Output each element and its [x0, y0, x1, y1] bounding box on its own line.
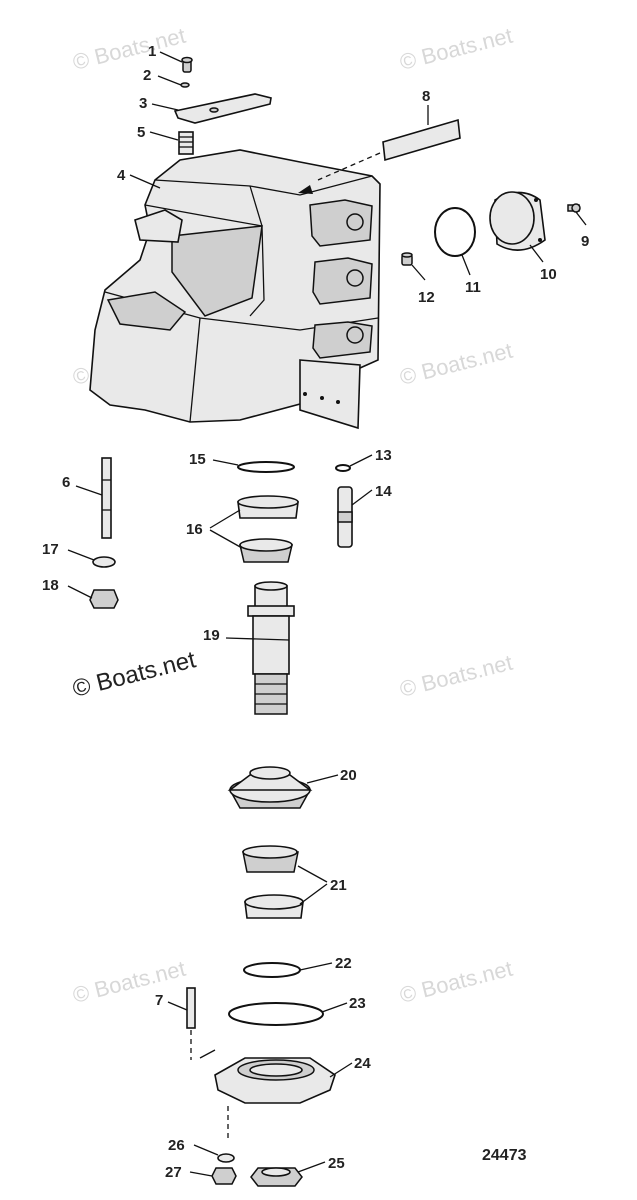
callout-5: 5 [137, 124, 145, 141]
part-15-ring [237, 461, 295, 473]
part-27-nut [211, 1167, 237, 1185]
part-19-pinion-shaft [247, 581, 295, 715]
part-3-cover [173, 93, 272, 124]
callouts: 1 2 3 4 5 6 7 8 9 10 11 12 13 14 15 16 1… [42, 43, 589, 1181]
part-16-bearing [237, 495, 299, 563]
watermark: © Boats.net [397, 956, 515, 1008]
callout-17: 17 [42, 541, 59, 558]
part-20-gear [227, 766, 313, 809]
leader-lines [67, 51, 587, 1177]
callout-24: 24 [354, 1055, 371, 1072]
part-22-ring [243, 962, 301, 978]
callout-26: 26 [168, 1137, 185, 1154]
part-17-washer [92, 556, 116, 568]
part-14-pin [337, 486, 353, 548]
part-2-washer [180, 82, 190, 88]
callout-1: 1 [148, 43, 156, 60]
watermark: © Boats.net [70, 646, 199, 703]
part-25-nut [250, 1167, 303, 1187]
part-26-washer [217, 1153, 235, 1163]
watermark: © Boats.net [70, 23, 188, 75]
callout-27: 27 [165, 1164, 182, 1181]
part-24-bearing-carrier [214, 1057, 336, 1104]
callout-25: 25 [328, 1155, 345, 1172]
watermark: © Boats.net [397, 650, 515, 702]
callout-10: 10 [540, 266, 557, 283]
callout-13: 13 [375, 447, 392, 464]
callout-18: 18 [42, 577, 59, 594]
part-13-o-ring [335, 464, 351, 472]
watermark: © Boats.net [397, 338, 515, 390]
callout-19: 19 [203, 627, 220, 644]
part-8-decal [317, 118, 461, 181]
callout-22: 22 [335, 955, 352, 972]
callout-8: 8 [422, 88, 430, 105]
part-23-o-ring [228, 1002, 324, 1026]
callout-2: 2 [143, 67, 151, 84]
callout-21: 21 [330, 877, 347, 894]
callout-4: 4 [117, 167, 126, 184]
callout-15: 15 [189, 451, 206, 468]
callout-7: 7 [155, 992, 163, 1009]
watermark: © Boats.net [397, 23, 515, 75]
part-6-stud [101, 457, 112, 539]
callout-12: 12 [418, 289, 435, 306]
callout-9: 9 [581, 233, 589, 250]
part-1-screw [181, 56, 193, 73]
part-21-bearing [242, 845, 304, 919]
part-18-nut [89, 589, 119, 609]
callout-11: 11 [465, 279, 481, 296]
callout-23: 23 [349, 995, 366, 1012]
part-7-stud [186, 987, 216, 1060]
watermark: © Boats.net [70, 956, 188, 1008]
part-11-o-ring [434, 207, 476, 257]
part-12-plug [401, 252, 413, 266]
part-9-screw [567, 203, 581, 213]
callout-14: 14 [375, 483, 392, 500]
diagram-id: 24473 [482, 1147, 527, 1164]
callout-6: 6 [62, 474, 70, 491]
callout-3: 3 [139, 95, 147, 112]
callout-16: 16 [186, 521, 203, 538]
part-10-cap [489, 191, 546, 251]
callout-20: 20 [340, 767, 357, 784]
part-4-gear-housing [89, 149, 381, 430]
part-5-spring [178, 131, 194, 155]
